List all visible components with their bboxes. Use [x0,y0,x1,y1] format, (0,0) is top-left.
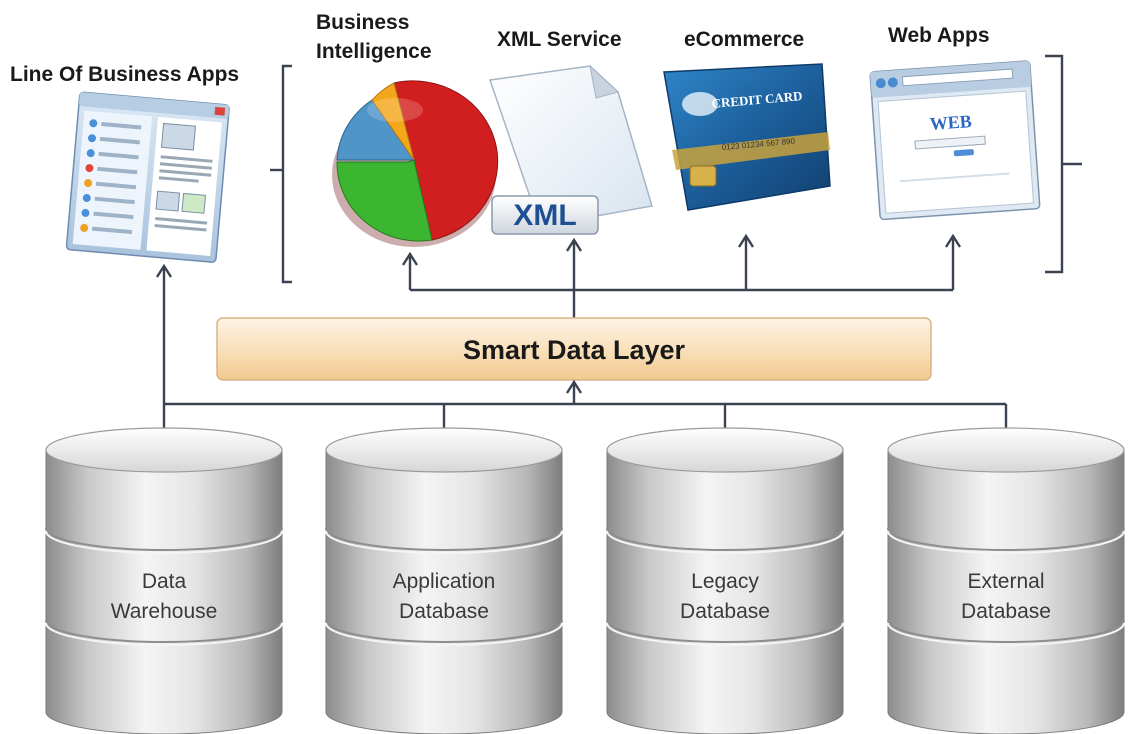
arrow-line-of-business [155,263,173,278]
xml-document-icon: XML [488,64,653,235]
database-label-line1: Data [142,570,187,593]
arrow-webapps [944,233,962,248]
web-browser-icon: WEB [869,60,1041,221]
business-intelligence-label-1: Business [316,11,409,34]
business-intelligence-label-2: Intelligence [316,40,432,63]
database-label-line1: Legacy [691,570,759,593]
credit-card-icon: CREDIT CARD 0123 01234 567 890 [663,63,831,211]
left-bracket [281,64,292,284]
right-bracket [1045,54,1064,274]
database-label-line2: Database [399,600,489,623]
database-label-line1: External [967,570,1044,593]
arrow-ecommerce [737,233,755,248]
arrow-xml [565,237,583,252]
web-logo-text: WEB [929,111,972,134]
database-group: DataWarehouseApplicationDatabaseLegacyDa… [45,427,1125,734]
arrow-layer [565,379,583,394]
xml-service-label: XML Service [497,28,622,51]
database-label-line1: Application [393,570,496,593]
line-of-business-label: Line Of Business Apps [10,63,239,86]
arrow-bi [401,251,419,266]
ecommerce-label: eCommerce [684,28,804,51]
database-label-line2: Warehouse [111,600,218,623]
web-apps-label: Web Apps [888,24,990,47]
database-label-line2: Database [961,600,1051,623]
business-intelligence-pie-icon [332,80,499,247]
xml-badge-text: XML [513,199,576,232]
database-label-line2: Database [680,600,770,623]
xml-badge [491,195,599,235]
line-of-business-app-icon [65,91,230,263]
card-chip [689,165,717,187]
smart-data-layer-label: Smart Data Layer [463,335,686,365]
